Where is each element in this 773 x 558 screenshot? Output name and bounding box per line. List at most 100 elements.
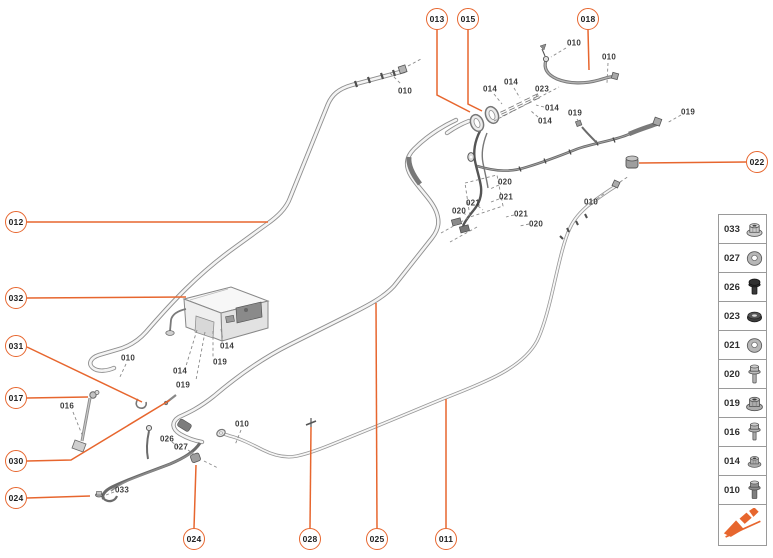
leader-line-013 bbox=[436, 30, 471, 113]
loom-junction bbox=[177, 418, 192, 432]
sidebar-part-number: 010 bbox=[724, 484, 740, 496]
cable-clip bbox=[566, 227, 570, 233]
harness-pin bbox=[539, 43, 547, 51]
leader-line-028 bbox=[309, 426, 312, 529]
part-label-020-13: 020 bbox=[452, 206, 466, 216]
callout-015-1[interactable]: 015 bbox=[457, 8, 479, 30]
cable-clip bbox=[584, 213, 588, 219]
part-label-014-6: 014 bbox=[545, 103, 559, 113]
prev-arrow-icon bbox=[723, 506, 763, 543]
part-label-010-16: 010 bbox=[584, 197, 598, 207]
callout-label: 012 bbox=[8, 217, 24, 227]
cable-end-fitting bbox=[397, 64, 408, 75]
flange-nut-small-icon bbox=[746, 451, 763, 472]
sidebar-part-number: 019 bbox=[724, 397, 740, 409]
loom-wrap-band bbox=[406, 156, 422, 186]
callout-025-12[interactable]: 025 bbox=[366, 528, 388, 550]
callout-label: 013 bbox=[429, 14, 445, 24]
callout-031-6[interactable]: 031 bbox=[5, 335, 27, 357]
part-label-014-17: 014 bbox=[220, 341, 234, 351]
callout-022-3[interactable]: 022 bbox=[746, 151, 768, 173]
callout-024-10[interactable]: 024 bbox=[183, 528, 205, 550]
sidebar-item-020[interactable]: 020 bbox=[718, 359, 767, 389]
bolt-round-dark-icon bbox=[746, 277, 763, 298]
harness-eyelet bbox=[542, 55, 550, 63]
cable-clip bbox=[391, 69, 397, 77]
callout-013-0[interactable]: 013 bbox=[426, 8, 448, 30]
leader-line-024 bbox=[26, 495, 91, 499]
cable-end-bracket bbox=[611, 179, 621, 189]
sidebar-part-number: 021 bbox=[724, 339, 740, 351]
sidebar-part-number: 023 bbox=[724, 310, 740, 322]
cable-clip bbox=[575, 220, 579, 226]
part-label-021-11: 021 bbox=[499, 192, 513, 202]
callout-leader-lines bbox=[26, 29, 747, 529]
bracket-017 bbox=[71, 390, 100, 453]
callout-label: 024 bbox=[186, 534, 202, 544]
flange-nut-dark-icon bbox=[746, 306, 763, 327]
sidebar-item-019[interactable]: 019 bbox=[718, 388, 767, 418]
flange-nut-light-icon bbox=[746, 219, 763, 240]
callout-label: 015 bbox=[460, 14, 476, 24]
sidebar-item-016[interactable]: 016 bbox=[718, 417, 767, 447]
callout-028-11[interactable]: 028 bbox=[299, 528, 321, 550]
bolt-hex-thick-icon bbox=[746, 480, 763, 501]
callout-label: 022 bbox=[749, 157, 765, 167]
part-label-021-14: 021 bbox=[514, 209, 528, 219]
hidden-outline bbox=[464, 174, 504, 218]
part-label-014-3: 014 bbox=[483, 84, 497, 94]
leader-line-030 bbox=[26, 399, 171, 462]
callout-018-2[interactable]: 018 bbox=[577, 8, 599, 30]
callout-024-9[interactable]: 024 bbox=[5, 487, 27, 509]
sidebar-part-number: 016 bbox=[724, 426, 740, 438]
sidebar-item-023[interactable]: 023 bbox=[718, 301, 767, 331]
battery-junction-box bbox=[165, 286, 270, 342]
sidebar-part-number: 014 bbox=[724, 455, 740, 467]
part-label-021-12: 021 bbox=[466, 198, 480, 208]
connector-cluster bbox=[440, 130, 504, 243]
part-label-019-8: 019 bbox=[568, 108, 582, 118]
part-label-010-1: 010 bbox=[567, 38, 581, 48]
leader-line-018 bbox=[587, 29, 590, 71]
sidebar-item-010[interactable]: 010 bbox=[718, 475, 767, 505]
part-label-020-10: 020 bbox=[498, 177, 512, 187]
part-label-026-23: 026 bbox=[160, 434, 174, 444]
harness-branch-stub bbox=[581, 126, 598, 144]
part-label-010-2: 010 bbox=[602, 52, 616, 62]
mounting-clamp-assembly bbox=[444, 86, 560, 136]
callout-032-5[interactable]: 032 bbox=[5, 287, 27, 309]
leader-line-022 bbox=[638, 161, 747, 164]
part-label-033-25: 033 bbox=[115, 485, 129, 495]
part-label-027-24: 027 bbox=[174, 442, 188, 452]
callout-label: 031 bbox=[8, 341, 24, 351]
callout-017-7[interactable]: 017 bbox=[5, 387, 27, 409]
sidebar-part-number: 026 bbox=[724, 281, 740, 293]
bolt-hex-icon bbox=[746, 422, 763, 443]
sidebar-item-033[interactable]: 033 bbox=[718, 214, 767, 244]
clip-028 bbox=[305, 418, 317, 427]
part-label-016-22: 016 bbox=[60, 401, 74, 411]
callout-030-8[interactable]: 030 bbox=[5, 450, 27, 472]
part-label-020-15: 020 bbox=[529, 219, 543, 229]
part-label-019-9: 019 bbox=[681, 107, 695, 117]
sidebar-item-014[interactable]: 014 bbox=[718, 446, 767, 476]
leader-line-015 bbox=[467, 30, 483, 112]
label-leader-dashes bbox=[72, 47, 682, 496]
sidebar-item-027[interactable]: 027 bbox=[718, 243, 767, 273]
cable-loom-middle bbox=[171, 117, 459, 445]
box-fastener-dashes bbox=[185, 328, 224, 381]
cable-loom-lower bbox=[216, 179, 621, 459]
sidebar-item-026[interactable]: 026 bbox=[718, 272, 767, 302]
previous-page-button[interactable] bbox=[718, 504, 767, 546]
callout-label: 018 bbox=[580, 14, 596, 24]
part-label-023-5: 023 bbox=[535, 84, 549, 94]
sidebar-part-number: 020 bbox=[724, 368, 740, 380]
part-label-010-26: 010 bbox=[235, 419, 249, 429]
callout-011-13[interactable]: 011 bbox=[435, 528, 457, 550]
callout-label: 024 bbox=[8, 493, 24, 503]
connector bbox=[450, 217, 463, 227]
callout-012-4[interactable]: 012 bbox=[5, 211, 27, 233]
callout-label: 011 bbox=[438, 534, 454, 544]
sidebar-item-021[interactable]: 021 bbox=[718, 330, 767, 360]
